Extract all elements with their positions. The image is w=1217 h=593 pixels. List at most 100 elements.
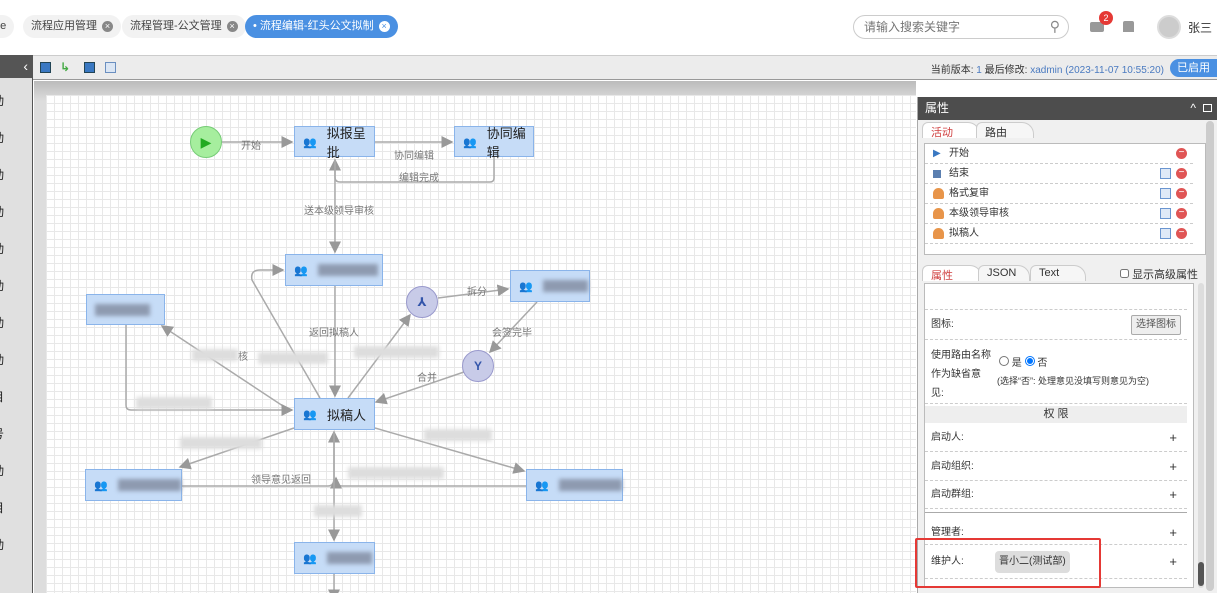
maintainer-tag[interactable]: 晋小二(测试部)	[995, 551, 1070, 573]
user-icon: 👥	[535, 480, 549, 492]
copy-icon[interactable]	[1160, 208, 1171, 219]
node-right[interactable]: 👥	[510, 270, 590, 302]
status-badge[interactable]: 已启用	[1170, 59, 1217, 77]
choose-icon-button[interactable]: 选择图标	[1131, 315, 1181, 335]
node-bottom[interactable]: 👥	[294, 542, 375, 574]
collapse-sidebar-button[interactable]: ‹	[0, 55, 32, 78]
tab-doc-manage[interactable]: 流程管理-公文管理×	[122, 15, 246, 38]
sidebar-item[interactable]: 号	[0, 425, 4, 442]
sidebar-item[interactable]: 动	[0, 351, 4, 368]
list-item[interactable]: ▶开始−	[925, 144, 1193, 164]
copy-icon[interactable]	[1160, 168, 1171, 179]
tab-route[interactable]: 路由	[976, 122, 1034, 139]
use-route-label: 使用路由名称作为缺省意见:	[931, 350, 991, 399]
start-node[interactable]: ▶	[190, 126, 222, 158]
tab-home[interactable]: ge	[0, 15, 15, 38]
close-icon[interactable]: ×	[226, 21, 238, 32]
sidebar-item[interactable]: 动	[0, 462, 4, 479]
list-item[interactable]: 本级领导审核−	[925, 204, 1193, 224]
sidebar-item[interactable]: 动	[0, 314, 4, 331]
edge-sign-done[interactable]	[488, 301, 538, 354]
skin-icon[interactable]	[1123, 21, 1134, 32]
delete-icon[interactable]: −	[1176, 148, 1187, 159]
tab-app-manage[interactable]: 流程应用管理×	[23, 15, 121, 38]
user-name[interactable]: 张三	[1188, 21, 1213, 35]
item-label: 拟稿人	[949, 228, 979, 239]
sidebar-item[interactable]: 动	[0, 166, 4, 183]
sidebar-item[interactable]: 动	[0, 240, 4, 257]
node-leader[interactable]: 👥	[285, 254, 383, 286]
message-icon[interactable]	[1090, 22, 1104, 32]
list-item[interactable]: 格式复审−	[925, 184, 1193, 204]
edge-left-back[interactable]	[125, 325, 294, 416]
node-left[interactable]	[86, 294, 165, 325]
tab-properties[interactable]: 属性	[922, 265, 982, 282]
version-info: 当前版本: 1 最后修改: xadmin (2023-11-07 10:55:2…	[931, 61, 1164, 76]
panel-scrollbar[interactable]	[1206, 121, 1214, 591]
add-icon[interactable]: +	[1169, 554, 1177, 569]
search-input[interactable]	[864, 20, 1044, 34]
avatar[interactable]	[1157, 15, 1181, 39]
user-icon: 👥	[463, 136, 477, 149]
delete-icon[interactable]: −	[1176, 168, 1187, 179]
node-bottom-left[interactable]: 👥	[85, 469, 182, 501]
radio-yes[interactable]	[999, 356, 1009, 366]
split-node[interactable]: ⅄	[406, 286, 438, 318]
node-collab[interactable]: 👥协同编辑	[454, 126, 534, 160]
list-item[interactable]: 拟稿人 −	[925, 224, 1193, 244]
node-report[interactable]: 👥拟报呈批	[294, 126, 375, 160]
tab-json[interactable]: JSON	[978, 265, 1030, 281]
node-bottom-right[interactable]: 👥	[526, 469, 623, 501]
delete-icon[interactable]: −	[1176, 188, 1187, 199]
copy-icon[interactable]	[1160, 188, 1171, 199]
tab-text[interactable]: Text	[1030, 265, 1086, 281]
sidebar-item[interactable]: 动	[0, 203, 4, 220]
advanced-checkbox-input[interactable]	[1120, 269, 1129, 278]
merge-node[interactable]: Y	[462, 350, 494, 382]
sidebar-item[interactable]: 动	[0, 277, 4, 294]
search-box[interactable]: ⚲	[853, 15, 1069, 39]
edge-to-br[interactable]	[374, 427, 526, 474]
advanced-checkbox[interactable]: 显示高级属性	[1120, 266, 1198, 282]
edge-br-back[interactable]	[330, 476, 526, 489]
edge-merge[interactable]	[374, 371, 465, 405]
edge-label: 返回拟稿人	[309, 328, 359, 339]
collapse-icon[interactable]: ^	[1190, 101, 1196, 115]
sidebar-item[interactable]: 动	[0, 129, 4, 146]
edge-to-box2[interactable]	[250, 264, 321, 399]
sidebar-item[interactable]: 目	[0, 499, 4, 516]
flow-canvas[interactable]	[46, 95, 916, 593]
sidebar-item[interactable]: 目	[0, 388, 4, 405]
route-icon[interactable]: ↳	[60, 60, 71, 74]
edge-left[interactable]	[160, 325, 287, 409]
redacted-label	[558, 479, 622, 491]
form-scrollbar[interactable]	[1198, 283, 1204, 588]
edge-label: 拆分	[467, 287, 487, 298]
delete-icon[interactable]: −	[1176, 208, 1187, 219]
radio-no[interactable]	[1024, 356, 1035, 366]
list-item[interactable]: 结束−	[925, 164, 1193, 184]
form-row-top	[925, 284, 1187, 310]
maximize-icon[interactable]	[1203, 104, 1212, 112]
search-icon[interactable]: ⚲	[1049, 18, 1060, 34]
list-icon[interactable]	[105, 62, 116, 73]
sidebar-item[interactable]: 动	[0, 92, 4, 109]
node-drafter[interactable]: 👥拟稿人	[294, 398, 375, 430]
delete-icon[interactable]: −	[1176, 228, 1187, 239]
scrollbar-thumb[interactable]	[1198, 562, 1204, 586]
copy-icon[interactable]	[1160, 228, 1171, 239]
tab-activity[interactable]: 活动	[922, 122, 980, 139]
add-icon[interactable]: +	[1169, 487, 1177, 502]
save-as-icon[interactable]	[84, 62, 95, 73]
sidebar-item[interactable]: 动	[0, 536, 4, 553]
add-icon[interactable]: +	[1169, 459, 1177, 474]
save-icon[interactable]	[40, 62, 51, 73]
edge-split[interactable]	[437, 284, 510, 299]
add-icon[interactable]: +	[1169, 430, 1177, 445]
close-icon[interactable]: ×	[102, 21, 113, 32]
form-row-starter: 启动人:+	[925, 423, 1187, 452]
tab-flow-edit[interactable]: • 流程编辑-红头公文拟制×	[245, 15, 398, 38]
route-radio-group: 是 否	[999, 354, 1047, 369]
add-icon[interactable]: +	[1169, 525, 1177, 540]
close-icon[interactable]: ×	[378, 21, 390, 32]
